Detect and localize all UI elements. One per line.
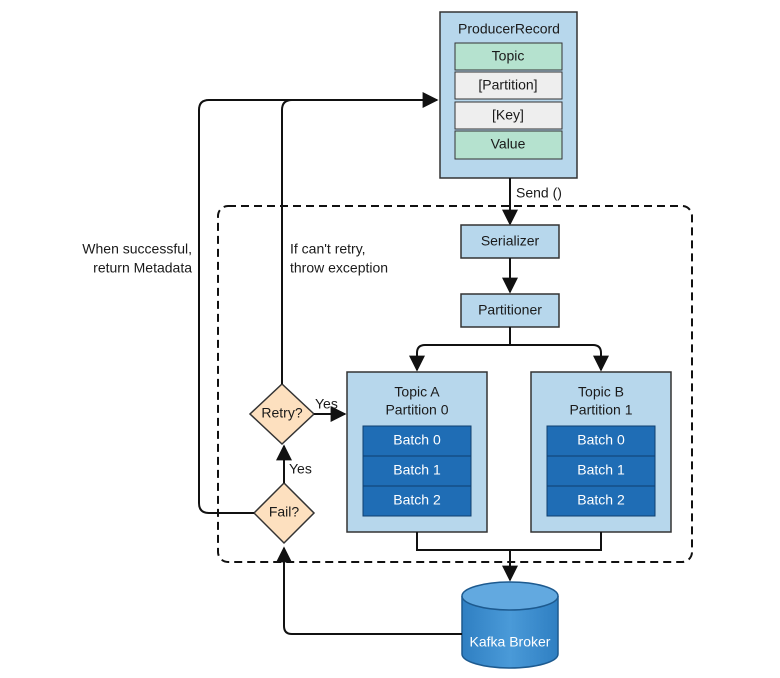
topic-b-batch-2: [546, 485, 656, 517]
producer-record-title: ProducerRecord: [458, 21, 560, 37]
topic-a-batch-2: [362, 485, 472, 517]
success-note-line-2: return Metadata: [93, 260, 192, 276]
partition-topic-a: Topic A Partition 0 Batch 0 Batch 1 Batc…: [346, 371, 488, 533]
fail-yes-label: Yes: [289, 461, 312, 477]
exception-note-line-1: If can't retry,: [290, 241, 366, 257]
broker-to-fail-arrow: [276, 546, 462, 635]
exception-note-line-2: throw exception: [290, 260, 388, 276]
success-path: [198, 92, 439, 514]
topic-b-partition: Partition 1: [569, 402, 632, 418]
topic-b-batch-2-label: Batch 2: [577, 492, 625, 508]
field-key: [454, 101, 563, 130]
topic-b-batch-1: [546, 455, 656, 487]
partition-topic-b: Topic B Partition 1 Batch 0 Batch 1 Batc…: [530, 371, 672, 533]
producer-boundary: [217, 205, 693, 563]
field-topic: [454, 42, 563, 71]
fail-decision: Fail?: [252, 481, 316, 545]
serializer-box: [460, 224, 560, 259]
partitioner-to-topic-b-arrow: [510, 344, 609, 372]
topic-a-batch-0: [362, 425, 472, 457]
field-topic-label: Topic: [492, 48, 525, 64]
topic-b-name: Topic B: [578, 384, 624, 400]
partitioner-box: [460, 293, 560, 328]
success-note-line-1: When successful,: [82, 241, 192, 257]
fail-label: Fail?: [269, 504, 300, 520]
field-partition: [454, 71, 563, 100]
field-value: [454, 130, 563, 160]
topic-b-batch-1-label: Batch 1: [577, 462, 625, 478]
producer-record: ProducerRecord Topic [Partition] [Key] V…: [439, 11, 578, 179]
retry-label: Retry?: [261, 405, 302, 421]
field-value-label: Value: [491, 136, 526, 152]
topic-b-batch-0-label: Batch 0: [577, 432, 625, 448]
partitioner-label: Partitioner: [478, 302, 542, 318]
topic-a-name: Topic A: [394, 384, 440, 400]
topic-b-batch-0: [546, 425, 656, 457]
topic-a-batch-0-label: Batch 0: [393, 432, 441, 448]
topic-a-batch-1-label: Batch 1: [393, 462, 441, 478]
partitioner-to-topic-a-arrow: [409, 327, 511, 372]
send-label: Send (): [516, 185, 562, 201]
serializer-label: Serializer: [481, 233, 540, 249]
topic-a-batch-1: [362, 455, 472, 487]
retry-decision: Retry?: [248, 382, 316, 446]
topic-a-batch-2-label: Batch 2: [393, 492, 441, 508]
topic-a-partition: Partition 0: [385, 402, 448, 418]
kafka-broker-label: Kafka Broker: [470, 634, 551, 650]
retry-yes-label: Yes: [315, 396, 338, 412]
field-key-label: [Key]: [492, 107, 524, 123]
kafka-broker-cylinder: Kafka Broker: [461, 581, 559, 669]
field-partition-label: [Partition]: [478, 77, 537, 93]
